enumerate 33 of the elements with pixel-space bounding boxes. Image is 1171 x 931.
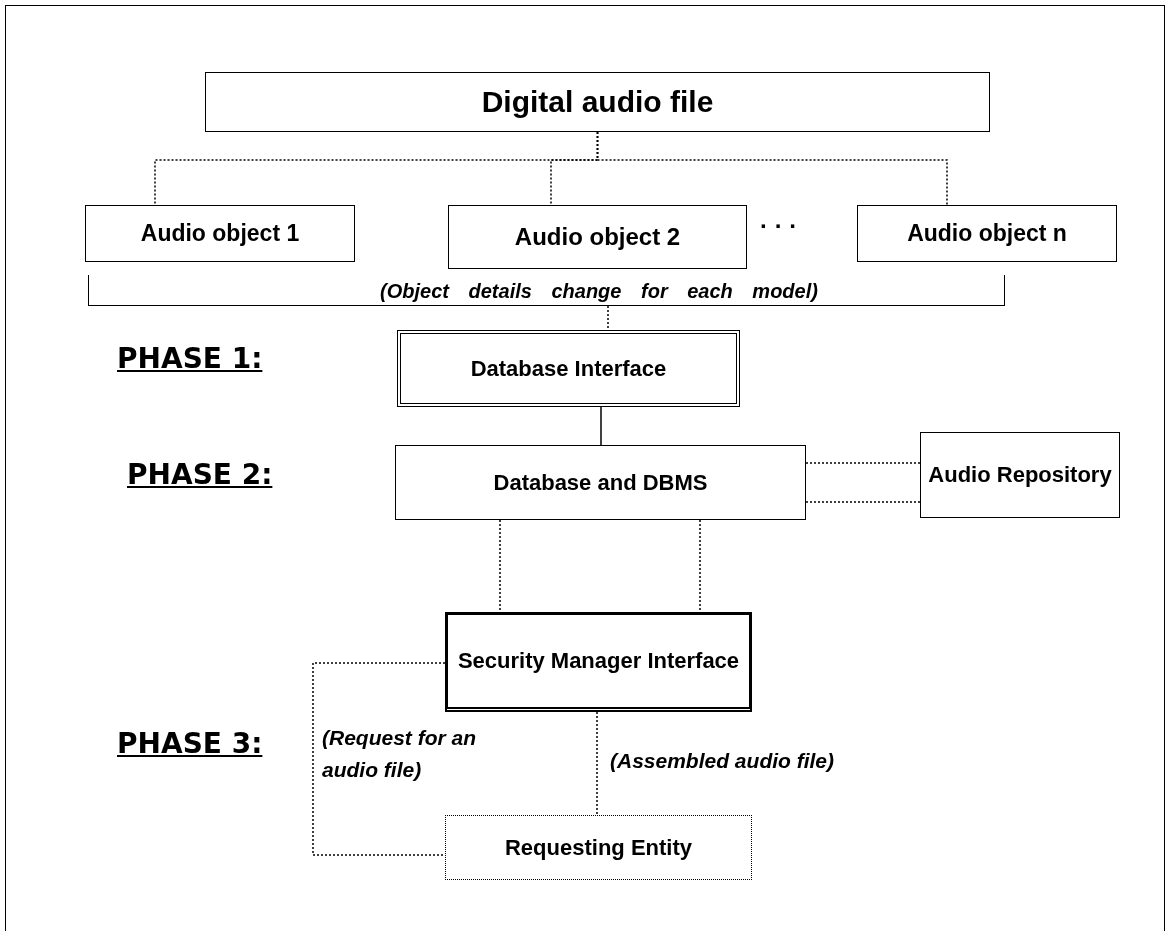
node-text: Security Manager Interface: [457, 647, 740, 676]
connector-line: [600, 406, 602, 446]
repository-box: [920, 432, 1120, 518]
node-text: Requesting Entity: [505, 833, 692, 862]
connector-line: [805, 501, 921, 503]
object-box: [857, 205, 1117, 262]
connector-line: [607, 305, 609, 331]
entity-box: [445, 815, 752, 880]
connector-line: [312, 662, 446, 856]
connector-line: [805, 462, 921, 464]
connector-line: [596, 711, 598, 816]
ellipsis-mark: · · ·: [760, 212, 798, 240]
manager-box: [445, 612, 752, 712]
connector-line: [596, 131, 948, 206]
connector-line: [699, 519, 701, 613]
node-text: (Object details change for each model): [380, 279, 818, 304]
bracket-box: [88, 275, 1005, 306]
node-text: Audio object n: [907, 218, 1067, 248]
database-box: [395, 445, 806, 520]
phase-label: PHASE 2:: [127, 458, 273, 491]
connector-line: [499, 519, 501, 613]
node-text: Audio Repository: [928, 461, 1112, 490]
interface-box: [397, 330, 740, 407]
node-text: Database Interface: [470, 354, 667, 383]
node-text: Audio object 1: [140, 218, 300, 248]
object-box: [85, 205, 355, 262]
object-box: [448, 205, 747, 269]
phase-label: PHASE 1:: [117, 342, 263, 375]
node-text: Digital audio file: [481, 83, 714, 120]
node-text: Audio object 2: [514, 221, 681, 252]
phase-label: PHASE 3:: [117, 727, 263, 760]
title-box: [205, 72, 990, 132]
node-text: Database and DBMS: [493, 468, 708, 497]
